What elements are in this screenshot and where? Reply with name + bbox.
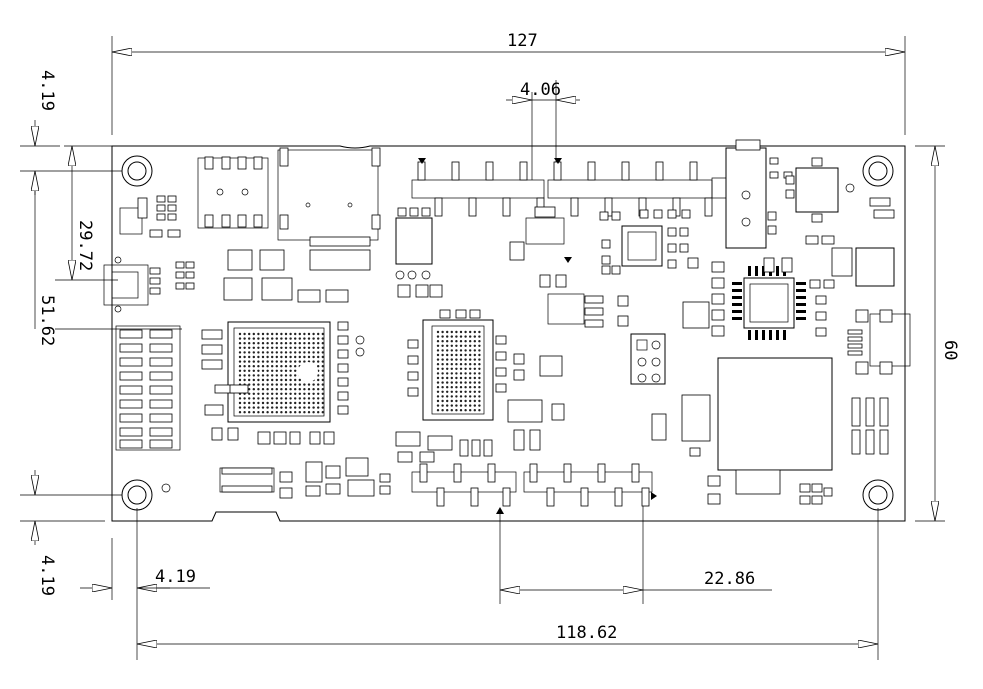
header-top-1: [417, 161, 545, 217]
mounting-hole-bottom-left: [121, 479, 153, 511]
mounting-hole-top-right: [862, 155, 894, 187]
dimension-lines: [20, 36, 945, 660]
dim-connector-y-upper: 29.72: [75, 220, 95, 271]
dim-header-spacing: 22.86: [704, 569, 755, 589]
mounting-hole-top-left: [121, 155, 153, 187]
dim-hole-pitch-x: 118.62: [556, 623, 617, 643]
dim-overall-height: 60: [940, 340, 960, 360]
dim-hole-offset-x: 4.19: [155, 567, 196, 587]
header-top-2: [553, 161, 713, 217]
board-outline: [111, 145, 906, 522]
mounting-hole-bottom-right: [862, 479, 894, 511]
memory-bga: [436, 330, 481, 412]
dim-hole-offset-bottom: 4.19: [37, 555, 57, 596]
dim-header-pitch: 4.06: [520, 80, 561, 100]
dim-connector-y-lower: 51.62: [37, 295, 57, 346]
dim-hole-offset-top: 4.19: [37, 70, 57, 111]
dim-overall-width: 127: [507, 31, 538, 51]
qfp-pins: [732, 266, 806, 340]
pcb-components: [103, 139, 911, 514]
